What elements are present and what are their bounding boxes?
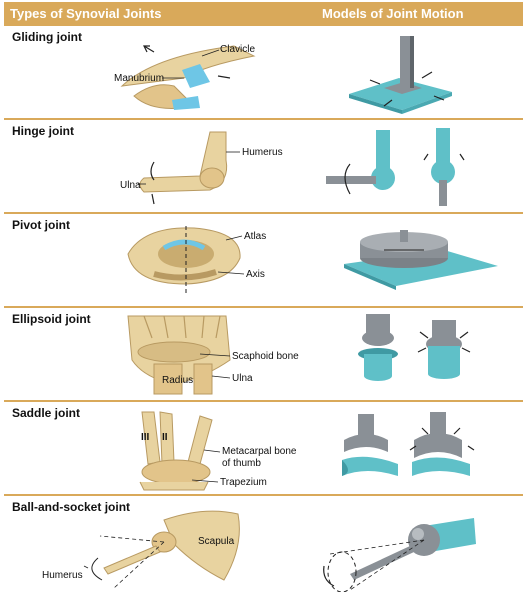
synovial-joints-figure: Types of Synovial Joints Models of Joint… <box>4 2 523 592</box>
label-scaphoid: Scaphoid bone <box>232 351 299 362</box>
label-metacarpal-line2: of thumb <box>222 458 261 469</box>
hinge-model-vertical <box>424 128 464 206</box>
ball-and-socket-joint-illustration: Scapula Humerus <box>4 496 523 592</box>
saddle-model-joined <box>410 412 474 476</box>
label-trapezium: Trapezium <box>220 477 267 488</box>
panel-pivot-joint: Pivot joint Atlas Axis <box>4 214 523 308</box>
hinge-model-horizontal <box>326 130 395 194</box>
saddle-joint-illustration: III II Metacarpal bone of thumb Trapeziu… <box>4 402 523 494</box>
panel-gliding-joint: Gliding joint Clavicle Manubrium <box>4 26 523 120</box>
ellipsoid-joint-illustration: Scaphoid bone Radius Ulna <box>4 308 523 400</box>
ball-socket-anatomy <box>84 511 239 588</box>
label-ulna: Ulna <box>120 180 141 191</box>
saddle-model-separated <box>342 414 398 476</box>
pivot-model <box>344 230 498 290</box>
panel-saddle-joint: Saddle joint III II Metacarpal bone of t… <box>4 402 523 496</box>
label-ii: II <box>162 432 168 443</box>
label-manubrium: Manubrium <box>114 73 164 84</box>
header-right-title: Models of Joint Motion <box>322 6 464 21</box>
gliding-joint-illustration: Clavicle Manubrium <box>4 26 523 118</box>
label-metacarpal-line1: Metacarpal bone <box>222 446 297 457</box>
ellipsoid-model-separated <box>358 314 398 381</box>
label-atlas: Atlas <box>244 231 266 242</box>
ball-socket-model <box>324 518 476 592</box>
label-ellipsoid-ulna: Ulna <box>232 373 253 384</box>
hinge-anatomy <box>138 132 240 204</box>
header-left-title: Types of Synovial Joints <box>10 6 161 21</box>
gliding-model <box>349 36 452 114</box>
pivot-joint-illustration: Atlas Axis <box>4 214 523 306</box>
ellipsoid-model-joined <box>418 320 470 379</box>
panel-ellipsoid-joint: Ellipsoid joint Scaphoid bone Radius Uln… <box>4 308 523 402</box>
label-humerus: Humerus <box>242 147 283 158</box>
label-iii: III <box>141 432 150 443</box>
label-ball-humerus: Humerus <box>42 570 83 581</box>
label-clavicle: Clavicle <box>220 44 255 55</box>
label-radius: Radius <box>162 375 193 386</box>
pivot-anatomy <box>128 226 244 294</box>
saddle-anatomy <box>140 412 220 490</box>
label-axis: Axis <box>246 269 265 280</box>
hinge-joint-illustration: Humerus Ulna <box>4 120 523 212</box>
panel-ball-and-socket-joint: Ball-and-socket joint Scapula Humerus <box>4 496 523 592</box>
label-scapula: Scapula <box>198 536 235 547</box>
panel-hinge-joint: Hinge joint Humerus Ulna <box>4 120 523 214</box>
figure-header: Types of Synovial Joints Models of Joint… <box>4 2 523 26</box>
